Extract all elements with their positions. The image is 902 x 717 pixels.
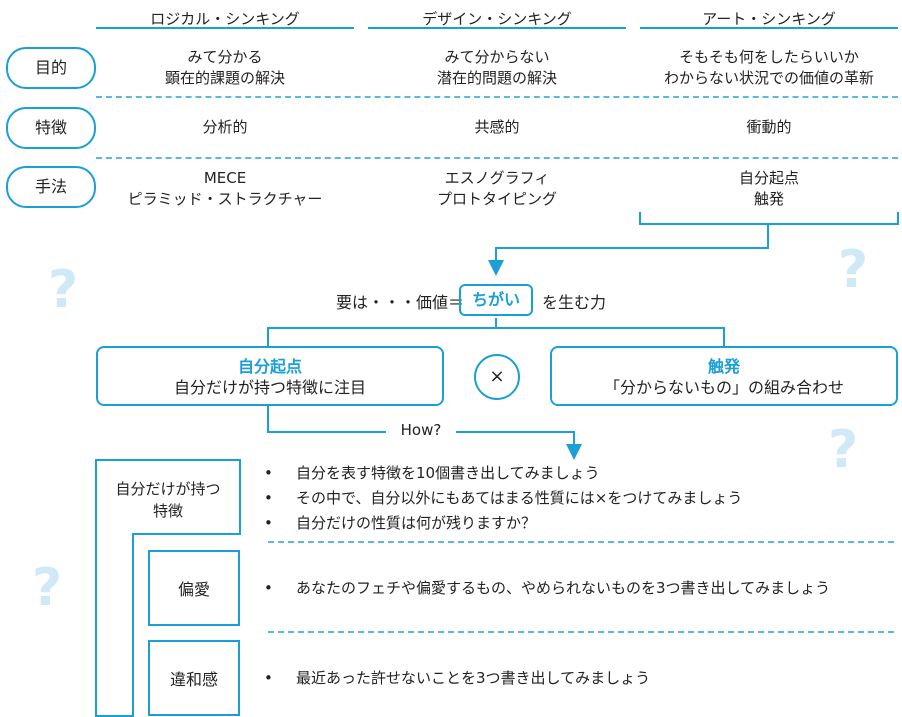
key-phrase-suffix: を生む力 bbox=[542, 293, 607, 312]
inspiration-box: 触発 「分からないもの」の組み合わせ bbox=[550, 346, 898, 406]
header-underline bbox=[96, 27, 354, 29]
key-phrase-prefix: 要は・・・価値＝ bbox=[336, 293, 465, 312]
how-label: How? bbox=[400, 421, 442, 439]
column-header-logical: ロジカル・シンキング bbox=[150, 10, 300, 28]
cell-method-art: 自分起点触発 bbox=[738, 169, 799, 208]
key-phrase-highlight: ちがい bbox=[459, 284, 533, 316]
how-line bbox=[267, 406, 574, 452]
self-origin-subtitle: 自分だけが持つ特徴に注目 bbox=[173, 378, 366, 397]
column-header-art: アート・シンキング bbox=[702, 10, 836, 28]
question-mark-icon: ? bbox=[828, 420, 859, 480]
step2-bullet-1: あなたのフェチや偏愛するもの、やめられないものを3つ書き出してみましょう bbox=[264, 578, 830, 599]
split-line bbox=[267, 318, 725, 346]
row-divider bbox=[96, 157, 898, 159]
inspiration-title: 触発 bbox=[707, 357, 740, 376]
step-label-obsession: 偏愛 bbox=[148, 550, 240, 626]
step-frame bbox=[95, 459, 241, 717]
bracket-line bbox=[639, 212, 899, 225]
cell-method-design: エスノグラフィプロトタイピング bbox=[436, 169, 557, 208]
cell-purpose-art: そもそも何をしたらいいかわからない状況での価値の革新 bbox=[663, 48, 874, 87]
cell-purpose-design: みて分からない潜在的問題の解決 bbox=[436, 48, 557, 87]
header-underline bbox=[368, 27, 626, 29]
row-divider bbox=[96, 96, 898, 98]
cell-feature-logical: 分析的 bbox=[202, 118, 248, 136]
question-mark-icon: ? bbox=[48, 260, 79, 320]
arrow-line bbox=[488, 224, 769, 276]
cell-purpose-logical: みて分かる顕在的課題の解決 bbox=[164, 48, 285, 87]
question-mark-icon: ? bbox=[838, 240, 869, 300]
header-underline bbox=[640, 27, 898, 29]
step1-bullet-1: 自分を表す特徴を10個書き出してみましょう bbox=[264, 463, 600, 484]
step-label-unique-traits: 自分だけが持つ特徴 bbox=[115, 480, 221, 520]
cell-feature-art: 衝動的 bbox=[746, 118, 792, 136]
step1-bullet-3: 自分だけの性質は何が残りますか？ bbox=[264, 513, 536, 534]
row-label-purpose: 目的 bbox=[6, 47, 96, 89]
step1-bullet-2: その中で、自分以外にもあてはまる性質には×をつけてみましょう bbox=[264, 488, 742, 509]
step-label-discomfort: 違和感 bbox=[148, 640, 240, 716]
self-origin-box: 自分起点 自分だけが持つ特徴に注目 bbox=[96, 346, 444, 406]
self-origin-title: 自分起点 bbox=[237, 357, 302, 376]
row-label-feature: 特徴 bbox=[6, 107, 96, 149]
row-label-method: 手法 bbox=[6, 166, 96, 208]
cell-feature-design: 共感的 bbox=[474, 118, 520, 136]
inspiration-subtitle: 「分からないもの」の組み合わせ bbox=[603, 378, 844, 397]
question-mark-icon: ? bbox=[32, 558, 63, 618]
times-icon: × bbox=[474, 354, 520, 400]
step3-bullet-1: 最近あった許せないことを3つ書き出してみましょう bbox=[264, 668, 650, 689]
column-header-design: デザイン・シンキング bbox=[422, 10, 572, 28]
